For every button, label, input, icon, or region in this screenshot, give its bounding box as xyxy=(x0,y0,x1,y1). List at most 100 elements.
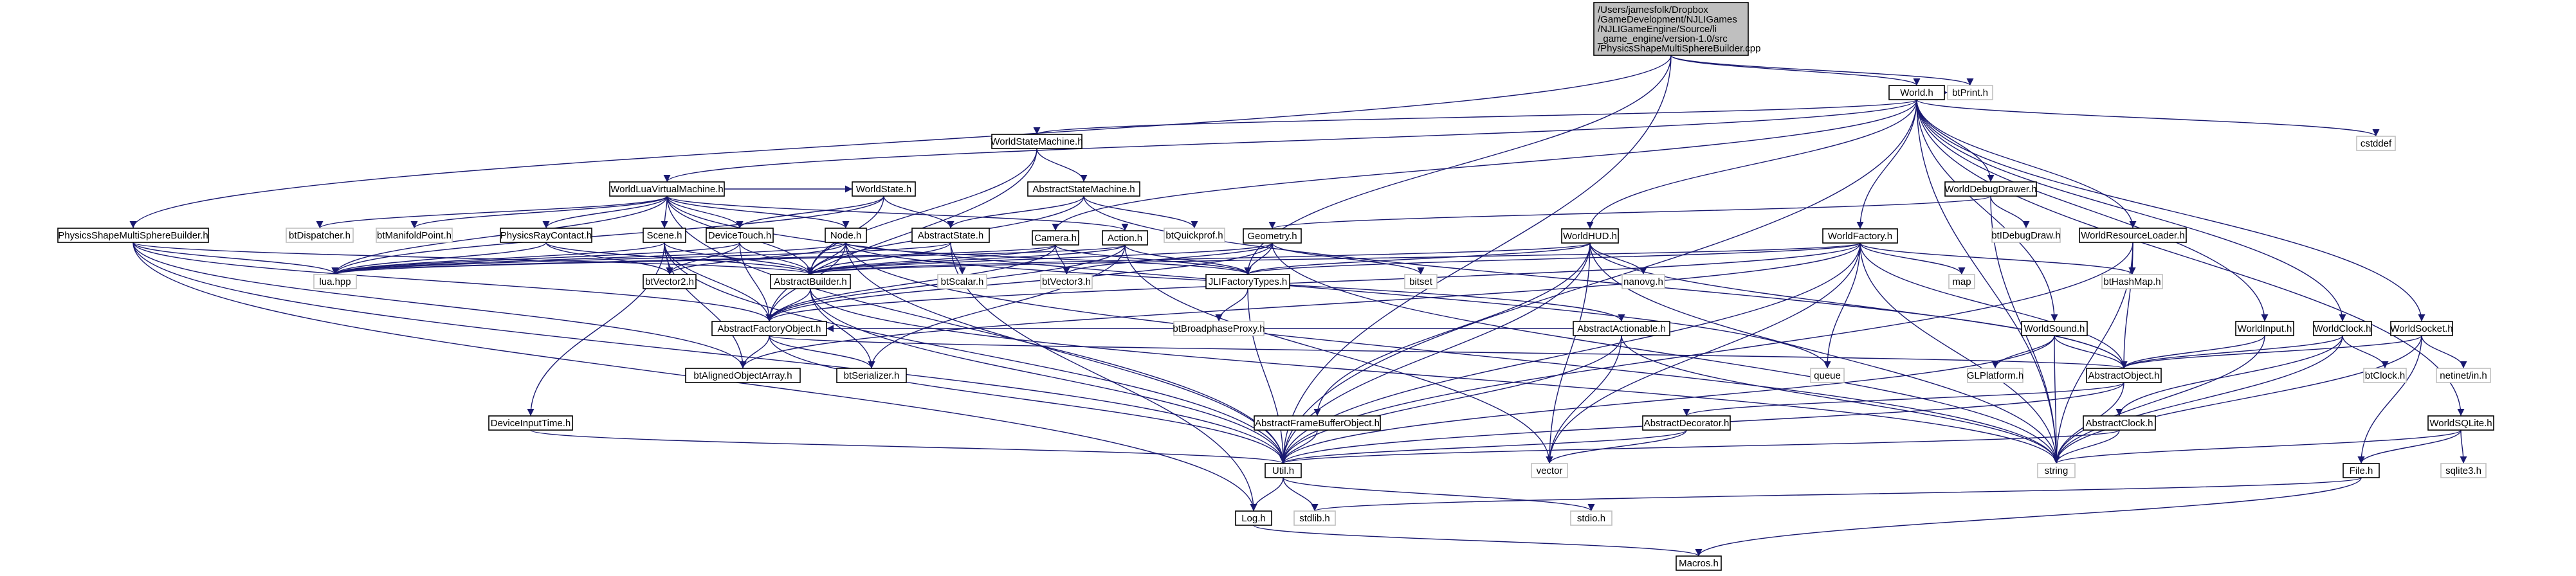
node-label-map: map xyxy=(1952,276,1971,287)
node-devicetouch[interactable]: DeviceTouch.h xyxy=(706,228,774,243)
node-abstractobject[interactable]: AbstractObject.h xyxy=(2086,368,2162,383)
node-abstractdecorator[interactable]: AbstractDecorator.h xyxy=(1642,415,1731,431)
node-bthashmap[interactable]: btHashMap.h xyxy=(2101,274,2163,289)
node-jlitypes[interactable]: JLIFactoryTypes.h xyxy=(1205,274,1290,289)
node-sqlite3[interactable]: sqlite3.h xyxy=(2440,463,2487,478)
node-btvector2[interactable]: btVector2.h xyxy=(643,274,697,289)
node-util[interactable]: Util.h xyxy=(1265,463,1302,478)
edge-physicsmultisphere-to-btalignedobjectarray xyxy=(132,242,747,369)
edge-world-to-worldstatemachine xyxy=(1034,99,1917,135)
node-label-abstractobject: AbstractObject.h xyxy=(2088,370,2160,381)
node-luahpp[interactable]: lua.hpp xyxy=(313,274,357,289)
node-btdispatcher[interactable]: btDispatcher.h xyxy=(286,228,354,243)
node-file[interactable]: File.h xyxy=(2343,463,2380,478)
edge-worldfactory-to-jlitypes xyxy=(1244,242,1861,275)
node-btclock[interactable]: btClock.h xyxy=(2363,368,2407,383)
edge-action-to-luahpp xyxy=(332,244,1126,275)
node-cstddef[interactable]: cstddef xyxy=(2356,136,2396,151)
node-nanovg[interactable]: nanovg.h xyxy=(1621,274,1665,289)
edge-worldfactory-to-abstractbuilder xyxy=(807,242,1861,275)
edge-worldsqlite-to-string xyxy=(2052,429,2462,464)
edge-worldluavm-to-util xyxy=(666,195,1287,464)
node-worldstate[interactable]: WorldState.h xyxy=(852,181,916,197)
node-label-abstractframebuffer: AbstractFrameBufferObject.h xyxy=(1255,418,1380,429)
node-string[interactable]: string xyxy=(2037,463,2076,478)
node-abstractframebuffer[interactable]: AbstractFrameBufferObject.h xyxy=(1254,415,1381,431)
node-btquickprof[interactable]: btQuickprof.h xyxy=(1164,228,1225,243)
node-btprint[interactable]: btPrint.h xyxy=(1947,85,1993,100)
node-vector[interactable]: vector xyxy=(1531,463,1568,478)
root-file-node[interactable]: /Users/jamesfolk/Dropbox /GameDevelopmen… xyxy=(1593,2,1760,56)
node-abstractstate[interactable]: AbstractState.h xyxy=(911,228,990,243)
node-box-worldstate xyxy=(852,181,916,197)
node-box-worldinput xyxy=(2235,321,2294,336)
edge-scene-to-util xyxy=(664,242,1287,464)
node-box-map xyxy=(1948,274,1975,289)
node-worldluavm[interactable]: WorldLuaVirtualMachine.h xyxy=(609,181,725,197)
node-node[interactable]: Node.h xyxy=(825,228,867,243)
node-log[interactable]: Log.h xyxy=(1235,510,1272,526)
edge-abstractstate-to-abstractbuilder xyxy=(807,242,951,275)
node-box-node xyxy=(825,228,867,243)
node-worldsqlite[interactable]: WorldSQLite.h xyxy=(2427,415,2494,431)
node-box-btmanifoldpoint xyxy=(376,228,453,243)
node-camera[interactable]: Camera.h xyxy=(1032,230,1079,246)
node-label-world: World.h xyxy=(1900,87,1933,98)
node-queue[interactable]: queue xyxy=(1810,368,1845,383)
node-btserializer[interactable]: btSerializer.h xyxy=(836,368,907,383)
node-geometry[interactable]: Geometry.h xyxy=(1243,228,1302,244)
node-worldstatemachine[interactable]: WorldStateMachine.h xyxy=(991,134,1083,149)
node-label-worldluavm: WorldLuaVirtualMachine.h xyxy=(610,184,723,195)
node-worldhud[interactable]: WorldHUD.h xyxy=(1561,228,1619,244)
node-worldinput[interactable]: WorldInput.h xyxy=(2235,321,2294,336)
edge-worldfactory-to-abstractobject xyxy=(1859,242,2128,369)
node-label-abstractstate: AbstractState.h xyxy=(918,230,984,241)
edge-action-to-jlitypes xyxy=(1124,244,1252,275)
node-btmanifoldpoint[interactable]: btManifoldPoint.h xyxy=(376,228,453,243)
edge-geometry-to-abstractfactoryobject xyxy=(765,242,1273,322)
node-btbroadphaseproxy[interactable]: btBroadphaseProxy.h xyxy=(1173,321,1265,336)
node-abstractfactoryobject[interactable]: AbstractFactoryObject.h xyxy=(711,321,827,336)
node-label-btalignedobjectarray: btAlignedObjectArray.h xyxy=(693,370,792,381)
edge-world-to-string xyxy=(1916,99,2060,464)
edge-camera-to-abstractfactoryobject xyxy=(765,244,1056,322)
edge-abstractactionable-to-util xyxy=(1279,335,1622,464)
node-worldfactory[interactable]: WorldFactory.h xyxy=(1822,228,1898,244)
node-macros[interactable]: Macros.h xyxy=(1676,555,1722,571)
node-label-btvector3: btVector3.h xyxy=(1042,276,1091,287)
node-abstractclock[interactable]: AbstractClock.h xyxy=(2083,415,2156,431)
edge-worldhud-to-string xyxy=(1589,242,2060,464)
node-netinet[interactable]: netinet/in.h xyxy=(2436,368,2491,383)
node-worldresourceloader[interactable]: WorldResourceLoader.h xyxy=(2079,228,2187,243)
node-worldsound[interactable]: WorldSound.h xyxy=(2021,321,2088,336)
node-btalignedobjectarray[interactable]: btAlignedObjectArray.h xyxy=(685,368,801,383)
node-scene[interactable]: Scene.h xyxy=(643,228,686,243)
node-abstractbuilder[interactable]: AbstractBuilder.h xyxy=(770,274,851,289)
node-action[interactable]: Action.h xyxy=(1102,230,1148,246)
edge-abstractstate-to-luahpp xyxy=(331,242,951,275)
node-worlddebugdrawer[interactable]: WorldDebugDrawer.h xyxy=(1944,181,2037,197)
node-btscalar[interactable]: btScalar.h xyxy=(937,274,987,289)
edge-jlitypes-to-btbroadphaseproxy xyxy=(1215,288,1248,322)
edge-worldstate-to-devicetouch xyxy=(736,195,884,229)
node-glplatform[interactable]: GLPlatform.h xyxy=(1967,368,2023,383)
node-abstractstatemachine[interactable]: AbstractStateMachine.h xyxy=(1027,181,1140,197)
node-bitset[interactable]: bitset xyxy=(1404,274,1438,289)
node-box-abstractstatemachine xyxy=(1027,181,1140,197)
node-btdebugdraw[interactable]: btIDebugDraw.h xyxy=(1991,228,2061,243)
edge-physicsraycontact-to-luahpp xyxy=(331,242,547,275)
node-label-util: Util.h xyxy=(1272,465,1294,476)
node-abstractactionable[interactable]: AbstractActionable.h xyxy=(1573,321,1670,336)
node-deviceinputtime[interactable]: DeviceInputTime.h xyxy=(488,415,573,431)
node-worldsocket[interactable]: WorldSocket.h xyxy=(2390,321,2453,336)
node-stdio[interactable]: stdio.h xyxy=(1570,510,1612,526)
node-btvector3[interactable]: btVector3.h xyxy=(1040,274,1093,289)
node-label-devicetouch: DeviceTouch.h xyxy=(708,230,771,241)
node-worldclock[interactable]: WorldClock.h xyxy=(2313,321,2372,336)
edge-worldsocket-to-file xyxy=(2357,335,2422,464)
node-map[interactable]: map xyxy=(1948,274,1975,289)
node-stdlib[interactable]: stdlib.h xyxy=(1293,510,1336,526)
node-physicsraycontact[interactable]: PhysicsRayContact.h xyxy=(500,228,592,243)
node-world[interactable]: World.h xyxy=(1888,85,1945,100)
node-physicsmultisphere[interactable]: PhysicsShapeMultiSphereBuilder.h xyxy=(57,228,209,243)
